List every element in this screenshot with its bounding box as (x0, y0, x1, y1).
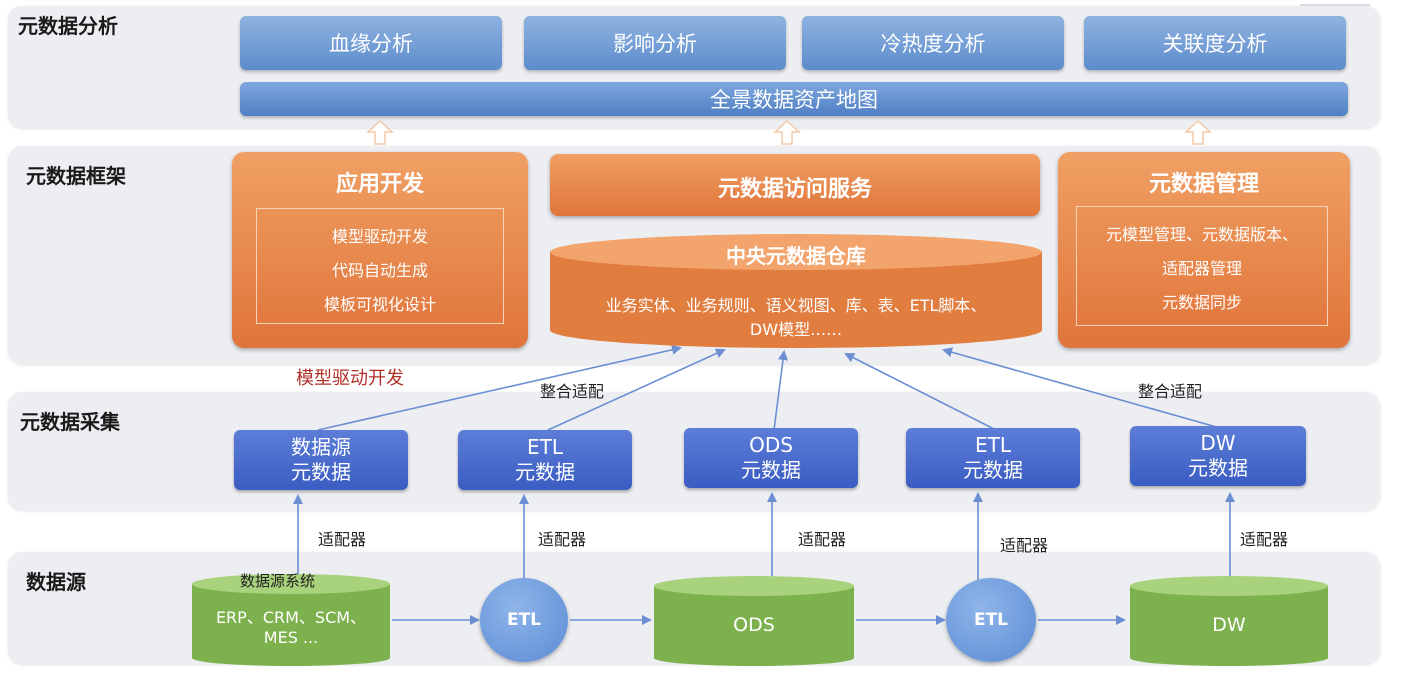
source-system-line2: MES ... (263, 628, 319, 647)
ods-cylinder (654, 576, 854, 666)
etl-metadata-line1: ETL (975, 433, 1011, 457)
hollow-up-arrow-right (1184, 119, 1212, 145)
integrate-label-left: 整合适配 (540, 382, 605, 401)
framework-layer-title: 元数据框架 (26, 164, 126, 188)
adapter-label: 适配器 (798, 530, 847, 549)
etl-metadata-box-2[interactable]: ETL 元数据 (906, 428, 1080, 488)
etl-metadata-line1: ETL (527, 435, 563, 459)
app-dev-frame: 模型驱动开发 代码自动生成 模板可视化设计 (256, 208, 504, 324)
access-service-panel: 元数据访问服务 (550, 154, 1040, 216)
dw-cylinder (1130, 576, 1328, 666)
adapter-label: 适配器 (1000, 536, 1049, 555)
hotness-analysis-button[interactable]: 冷热度分析 (802, 16, 1064, 70)
management-panel: 元数据管理 元模型管理、元数据版本、 适配器管理 元数据同步 (1058, 152, 1350, 348)
management-item: 元模型管理、元数据版本、 (1105, 225, 1298, 244)
adapter-label: 适配器 (538, 530, 587, 549)
ods-metadata-line2: 元数据 (741, 458, 801, 482)
management-item: 元数据同步 (1161, 293, 1242, 312)
etl-metadata-line2: 元数据 (963, 458, 1023, 482)
dw-metadata-line1: DW (1200, 431, 1236, 455)
adapter-label: 适配器 (1240, 530, 1289, 549)
central-repo-title: 中央元数据仓库 (726, 244, 866, 268)
app-dev-title: 应用开发 (335, 172, 424, 197)
impact-analysis-button[interactable]: 影响分析 (524, 16, 786, 70)
source-system-cylinder (192, 574, 390, 666)
etl-metadata-box-1[interactable]: ETL 元数据 (458, 430, 632, 490)
dw-metadata-box[interactable]: DW 元数据 (1130, 426, 1306, 486)
app-dev-item: 模板可视化设计 (323, 295, 436, 314)
ods-metadata-box[interactable]: ODS 元数据 (684, 428, 858, 488)
model-driven-label: 模型驱动开发 (296, 368, 404, 389)
arrow-dw-meta-to-repo (942, 347, 1221, 429)
lineage-analysis-button[interactable]: 血缘分析 (240, 16, 502, 70)
ods-label: ODS (733, 614, 775, 636)
arrow-etl1-meta-to-repo (547, 348, 726, 431)
source-metadata-line2: 元数据 (291, 460, 351, 484)
access-service-title: 元数据访问服务 (717, 177, 872, 202)
sources-layer-title: 数据源 (26, 570, 86, 594)
central-repo-cylinder (550, 234, 1042, 348)
source-metadata-box[interactable]: 数据源 元数据 (234, 430, 408, 490)
dw-label: DW (1212, 614, 1246, 636)
ods-metadata-line1: ODS (749, 433, 793, 457)
etl-node-2[interactable]: ETL (946, 578, 1036, 662)
etl-node-1[interactable]: ETL (480, 578, 568, 662)
collection-layer-title: 元数据采集 (20, 410, 120, 434)
etl-metadata-line2: 元数据 (515, 460, 575, 484)
management-item: 适配器管理 (1161, 259, 1242, 278)
hollow-up-arrow-center (773, 119, 801, 145)
app-dev-item: 模型驱动开发 (331, 227, 428, 246)
app-dev-item: 代码自动生成 (331, 261, 428, 280)
analysis-layer-title: 元数据分析 (18, 14, 118, 38)
asset-map-bar[interactable]: 全景数据资产地图 (240, 82, 1348, 116)
source-system-label: 数据源系统 (240, 572, 316, 590)
source-metadata-line1: 数据源 (291, 435, 351, 459)
management-frame: 元模型管理、元数据版本、 适配器管理 元数据同步 (1076, 206, 1328, 326)
corner-line (1300, 4, 1370, 6)
arrow-ods-meta-to-repo (773, 350, 788, 431)
app-dev-panel: 应用开发 模型驱动开发 代码自动生成 模板可视化设计 (232, 152, 528, 348)
arrow-etl2-meta-to-repo (844, 353, 997, 431)
hollow-up-arrow-left (366, 119, 394, 145)
arrow-source-meta-to-repo (317, 344, 682, 431)
relevance-analysis-button[interactable]: 关联度分析 (1084, 16, 1346, 70)
management-title: 元数据管理 (1148, 172, 1259, 197)
central-repo-desc-1: 业务实体、业务规则、语义视图、库、表、ETL脚本、 (605, 296, 987, 315)
source-system-line1: ERP、CRM、SCM、 (215, 608, 367, 627)
dw-metadata-line2: 元数据 (1188, 456, 1248, 480)
central-repo-desc-2: DW模型…… (749, 320, 843, 339)
adapter-label: 适配器 (318, 530, 367, 549)
integrate-label-right: 整合适配 (1138, 382, 1203, 401)
